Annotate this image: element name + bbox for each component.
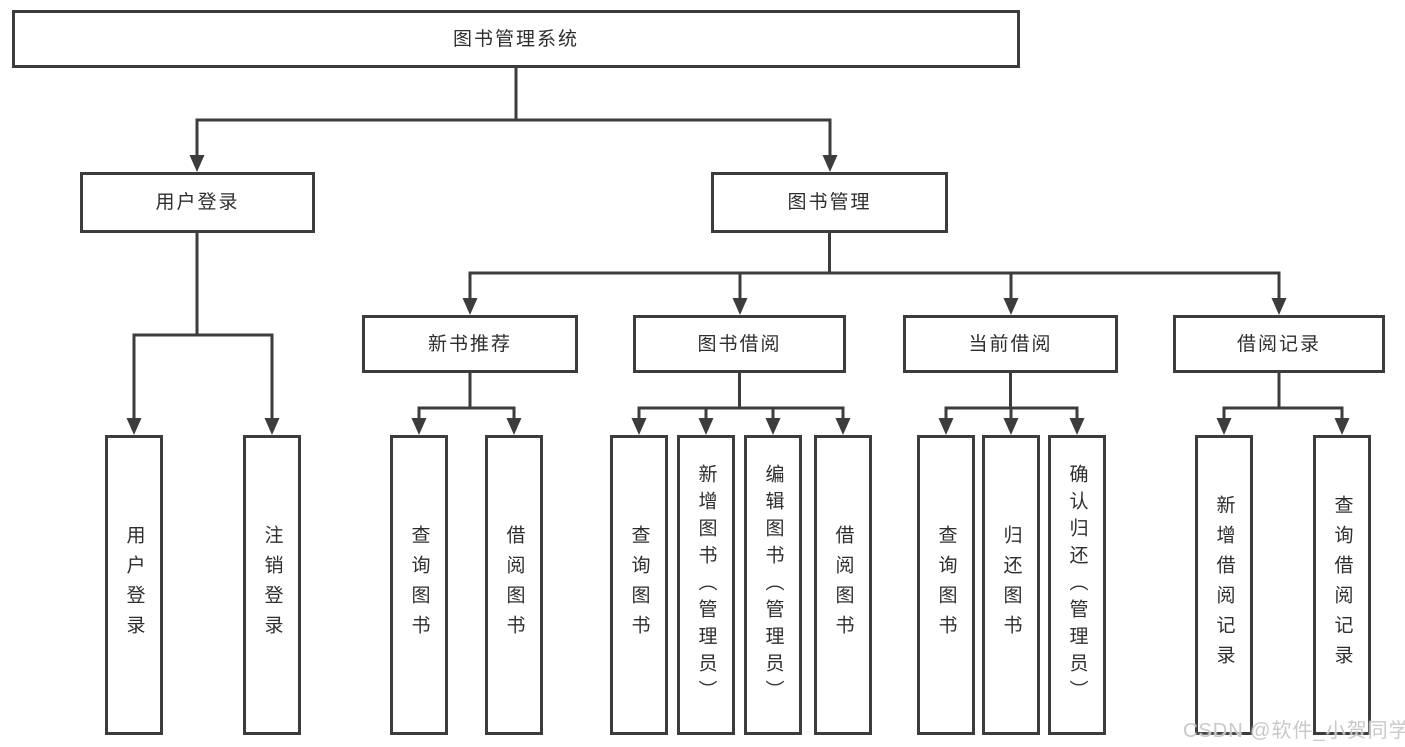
leaf-query-books-3: 查询图书 <box>917 435 975 735</box>
node-root: 图书管理系统 <box>12 10 1020 68</box>
leaf-add-books-admin-label: 新增图书（管理员） <box>695 463 717 707</box>
node-current-borrow-label: 当前借阅 <box>968 333 1053 355</box>
node-current-borrow: 当前借阅 <box>903 315 1118 373</box>
csdn-watermark: CSDN @软件_小贺同学 <box>1183 720 1405 742</box>
leaf-borrow-books-2-label: 借阅图书 <box>832 525 854 645</box>
leaf-confirm-return-admin: 确认归还（管理员） <box>1048 435 1106 735</box>
leaf-query-borrow-record: 查询借阅记录 <box>1313 435 1371 735</box>
leaf-edit-books-admin: 编辑图书（管理员） <box>744 435 802 735</box>
leaf-confirm-return-admin-label: 确认归还（管理员） <box>1066 463 1088 707</box>
connector-borrow-branch <box>631 370 851 435</box>
leaf-logout-label: 注销登录 <box>261 525 283 645</box>
leaf-user-login-label: 用户登录 <box>123 525 145 645</box>
node-book-mgmt-label: 图书管理 <box>787 192 872 213</box>
node-new-book-recommend-label: 新书推荐 <box>427 333 512 355</box>
node-user-login: 用户登录 <box>80 172 315 233</box>
leaf-query-borrow-record-label: 查询借阅记录 <box>1331 495 1353 675</box>
leaf-edit-books-admin-label: 编辑图书（管理员） <box>762 463 784 707</box>
node-user-login-label: 用户登录 <box>155 192 240 213</box>
leaf-return-books-label: 归还图书 <box>1000 525 1022 645</box>
connector-book-mgmt-branch <box>462 231 1287 315</box>
leaf-add-borrow-record: 新增借阅记录 <box>1195 435 1253 735</box>
node-book-mgmt: 图书管理 <box>711 172 948 233</box>
node-root-label: 图书管理系统 <box>452 28 579 50</box>
leaf-user-login: 用户登录 <box>105 435 163 735</box>
node-borrow-records-label: 借阅记录 <box>1236 333 1321 355</box>
connector-records-branch <box>1216 370 1350 435</box>
connector-current-branch <box>938 370 1085 435</box>
leaf-add-books-admin: 新增图书（管理员） <box>677 435 735 735</box>
node-book-borrow: 图书借阅 <box>633 315 846 373</box>
leaf-logout: 注销登录 <box>243 435 301 735</box>
leaf-borrow-books-1-label: 借阅图书 <box>503 525 525 645</box>
connector-recommend-branch <box>411 370 522 435</box>
leaf-borrow-books-2: 借阅图书 <box>814 435 872 735</box>
node-borrow-records: 借阅记录 <box>1173 315 1385 373</box>
leaf-query-books-1-label: 查询图书 <box>408 525 430 645</box>
node-new-book-recommend: 新书推荐 <box>362 315 578 373</box>
node-book-borrow-label: 图书借阅 <box>697 333 782 355</box>
connector-user-login-branch <box>126 231 280 435</box>
leaf-query-books-2-label: 查询图书 <box>628 525 650 645</box>
leaf-add-borrow-record-label: 新增借阅记录 <box>1213 495 1235 675</box>
leaf-query-books-3-label: 查询图书 <box>935 525 957 645</box>
connector-root-branch <box>189 66 838 172</box>
leaf-query-books-2: 查询图书 <box>610 435 668 735</box>
leaf-borrow-books-1: 借阅图书 <box>485 435 543 735</box>
leaf-return-books: 归还图书 <box>982 435 1040 735</box>
leaf-query-books-1: 查询图书 <box>390 435 448 735</box>
